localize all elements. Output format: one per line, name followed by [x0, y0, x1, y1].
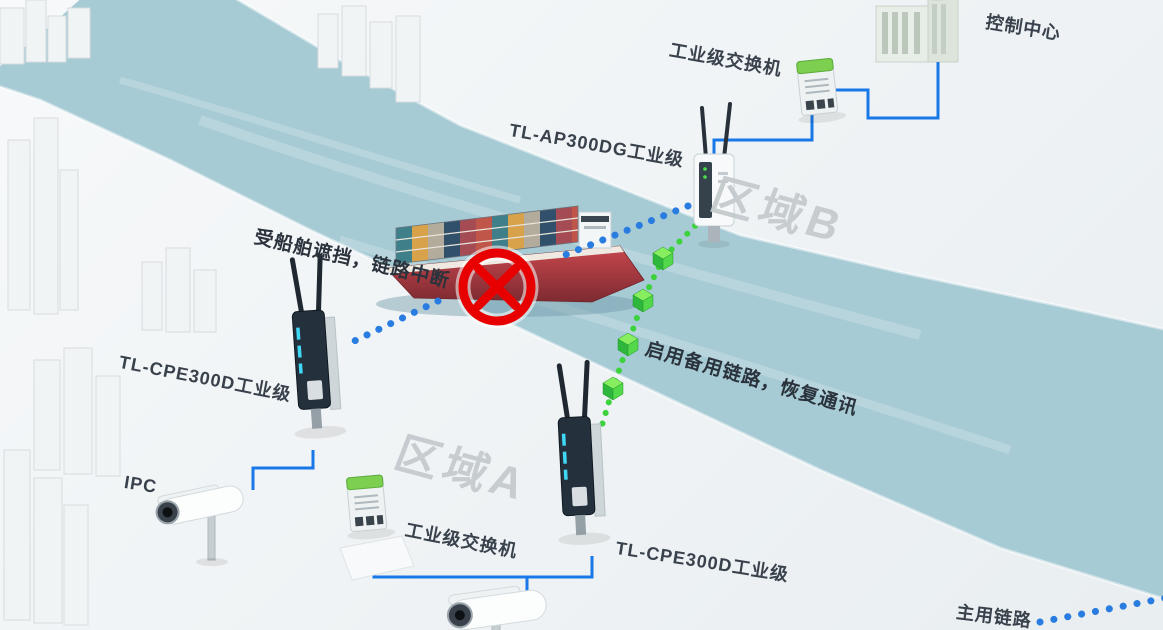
backup-node-cube [652, 246, 674, 271]
backup-node-cube [632, 288, 654, 313]
ap-device [693, 102, 735, 248]
backup-node-cube [602, 376, 624, 401]
backup-node-cube [617, 332, 639, 357]
industrial-switch-bottom [341, 473, 397, 543]
cpe-device-bottom [549, 362, 610, 546]
wired-link-switch-to-ap [712, 112, 814, 156]
main-wireless-link-dotted-lower [342, 297, 442, 349]
wired-link-cpe-to-ipc [251, 450, 315, 490]
city-cluster-left-towers [7, 117, 79, 315]
city-cluster-topleft [0, 0, 91, 65]
backup-link-nodes [602, 246, 674, 401]
city-cluster-upperbank [317, 5, 421, 103]
control-center-building [875, 0, 959, 63]
main-link-dots [1036, 595, 1163, 626]
main-wireless-link-dotted-upper [556, 202, 692, 261]
city-cluster-lowerleft [3, 347, 121, 626]
wired-link-switch-to-building [836, 62, 940, 120]
city-cluster-midleft [141, 247, 217, 333]
link-interrupted-icon [455, 245, 539, 329]
ipc-camera [155, 484, 244, 566]
bottom-camera [446, 585, 547, 630]
switch-pedestal [339, 535, 415, 581]
cpe-device-left [282, 255, 347, 440]
